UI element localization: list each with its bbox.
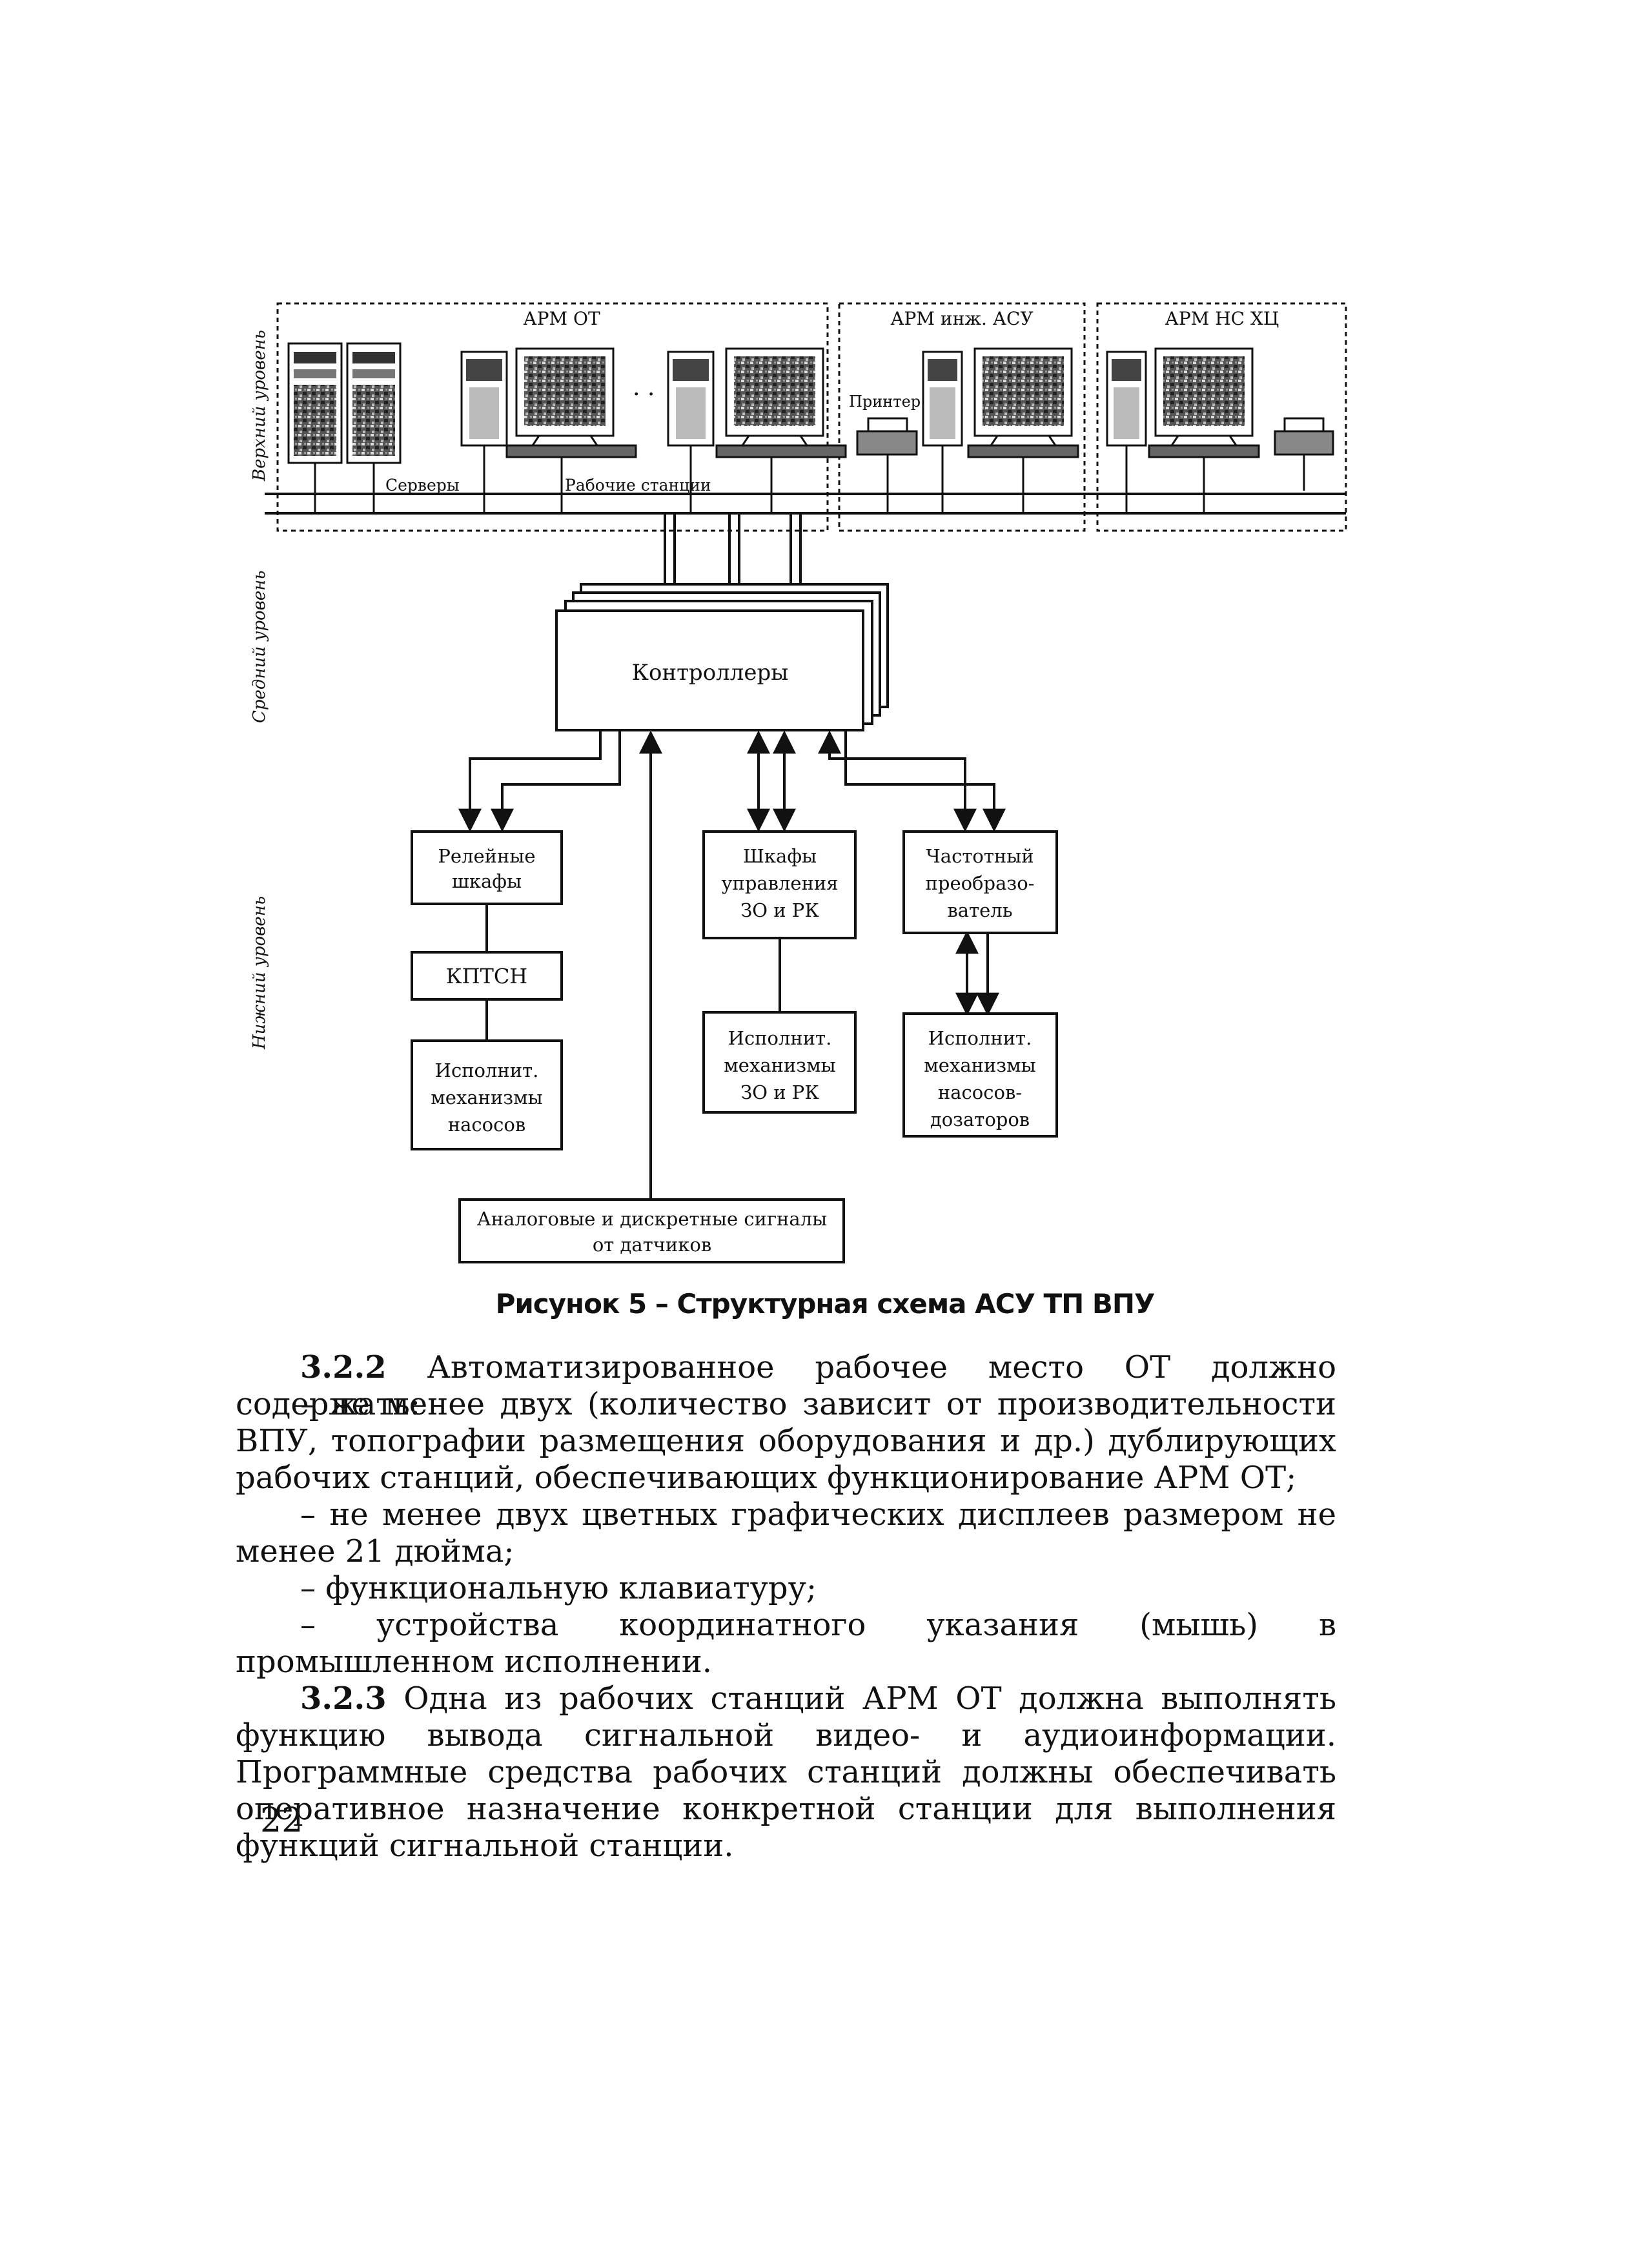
control-cabinets-block (702, 830, 857, 939)
freq-converter-block (902, 830, 1058, 934)
exec-dosing-line2: механизмы (924, 1054, 1035, 1076)
middle-level-label: Средний уровень (250, 571, 269, 723)
freq-converter-line3: ватель (947, 899, 1012, 921)
exec-dosing-line3: насосов- (938, 1081, 1022, 1103)
exec-pumps-line2: механизмы (431, 1087, 542, 1108)
list-item: – устройства координатного указания (мыш… (236, 1607, 1336, 1680)
group-arm-ns (1096, 302, 1347, 532)
sensor-signals-block (458, 1198, 845, 1263)
section-3-2-3: 3.2.3 Одна из рабочих станций АРМ ОТ дол… (236, 1681, 1336, 1864)
page-number: 22 (260, 1801, 303, 1840)
exec-pumps-line1: Исполнит. (435, 1059, 539, 1081)
exec-pumps-line3: насосов (448, 1114, 525, 1136)
freq-converter-line2: преобразо- (926, 872, 1035, 894)
printer-icon (1274, 417, 1334, 456)
sensor-signals-line2: от датчиков (593, 1234, 711, 1256)
relay-cabinets-block (411, 830, 563, 905)
controllers-block (555, 609, 864, 731)
servers-label: Серверы (385, 476, 460, 495)
group-arm-ns-title: АРМ НС ХЦ (1165, 308, 1279, 329)
exec-dosing-line4: дозаторов (930, 1108, 1030, 1130)
group-arm-ot-title: АРМ ОТ (523, 308, 600, 329)
workstations-label: Рабочие станции (565, 476, 711, 495)
exec-dosing-line1: Исполнит. (928, 1027, 1032, 1049)
relay-cabinets-line1: Релейные (438, 845, 535, 867)
freq-converter-line1: Частотный (926, 845, 1034, 867)
kptsn-block (411, 951, 563, 1001)
exec-zo-line1: Исполнит. (728, 1027, 832, 1049)
exec-zo-line2: механизмы (724, 1054, 835, 1076)
exec-zo-line3: ЗО и РК (740, 1081, 819, 1103)
section-text: Одна из рабочих станций АРМ ОТ должна вы… (236, 1681, 1336, 1864)
section-text: Автоматизированное рабочее место ОТ долж… (236, 1349, 1336, 1422)
exec-zo-block (702, 1011, 857, 1114)
list-item: – не менее двух цветных графических дисп… (236, 1497, 1336, 1569)
sensor-signals-line1: Аналоговые и дискретные сигналы (477, 1208, 827, 1230)
exec-dosing-block (902, 1012, 1058, 1138)
workstation-icon (667, 347, 847, 458)
group-arm-ingh (838, 302, 1086, 532)
server-icon (346, 342, 402, 464)
group-arm-ot (276, 302, 829, 532)
structure-diagram: АРМ ОТ АРМ инж. АСУ АРМ НС ХЦ . . (250, 302, 1347, 1263)
relay-cabinets-line2: шкафы (452, 870, 522, 892)
section-3-2-2-intro: 3.2.2 Автоматизированное рабочее место О… (236, 1349, 1336, 1423)
exec-pumps-block (411, 1039, 563, 1150)
server-icon (287, 342, 343, 464)
kptsn-label: КПТСН (446, 964, 527, 988)
control-cabinets-line2: управления (721, 872, 838, 894)
section-number: 3.2.2 (300, 1349, 387, 1385)
workstation-icon (1106, 347, 1260, 458)
workstation-icon (460, 347, 637, 458)
printer-label: Принтер (849, 393, 921, 411)
control-cabinets-line3: ЗО и РК (740, 899, 819, 921)
workstation-icon (922, 347, 1079, 458)
figure-caption: Рисунок 5 – Структурная схема АСУ ТП ВПУ (495, 1288, 1156, 1320)
lower-level-label: Нижний уровень (250, 896, 269, 1050)
controllers-label: Контроллеры (632, 660, 789, 686)
group-arm-ingh-title: АРМ инж. АСУ (890, 308, 1033, 329)
section-number: 3.2.3 (300, 1681, 387, 1717)
list-item: – функциональную клавиатуру; (300, 1570, 817, 1606)
more-stations-dots: . . (633, 374, 655, 401)
control-cabinets-line1: Шкафы (743, 845, 817, 867)
printer-icon (856, 417, 918, 456)
upper-level-label: Верхний уровень (250, 330, 269, 482)
list-item: – не менее двух (количество зависит от п… (236, 1386, 1336, 1496)
